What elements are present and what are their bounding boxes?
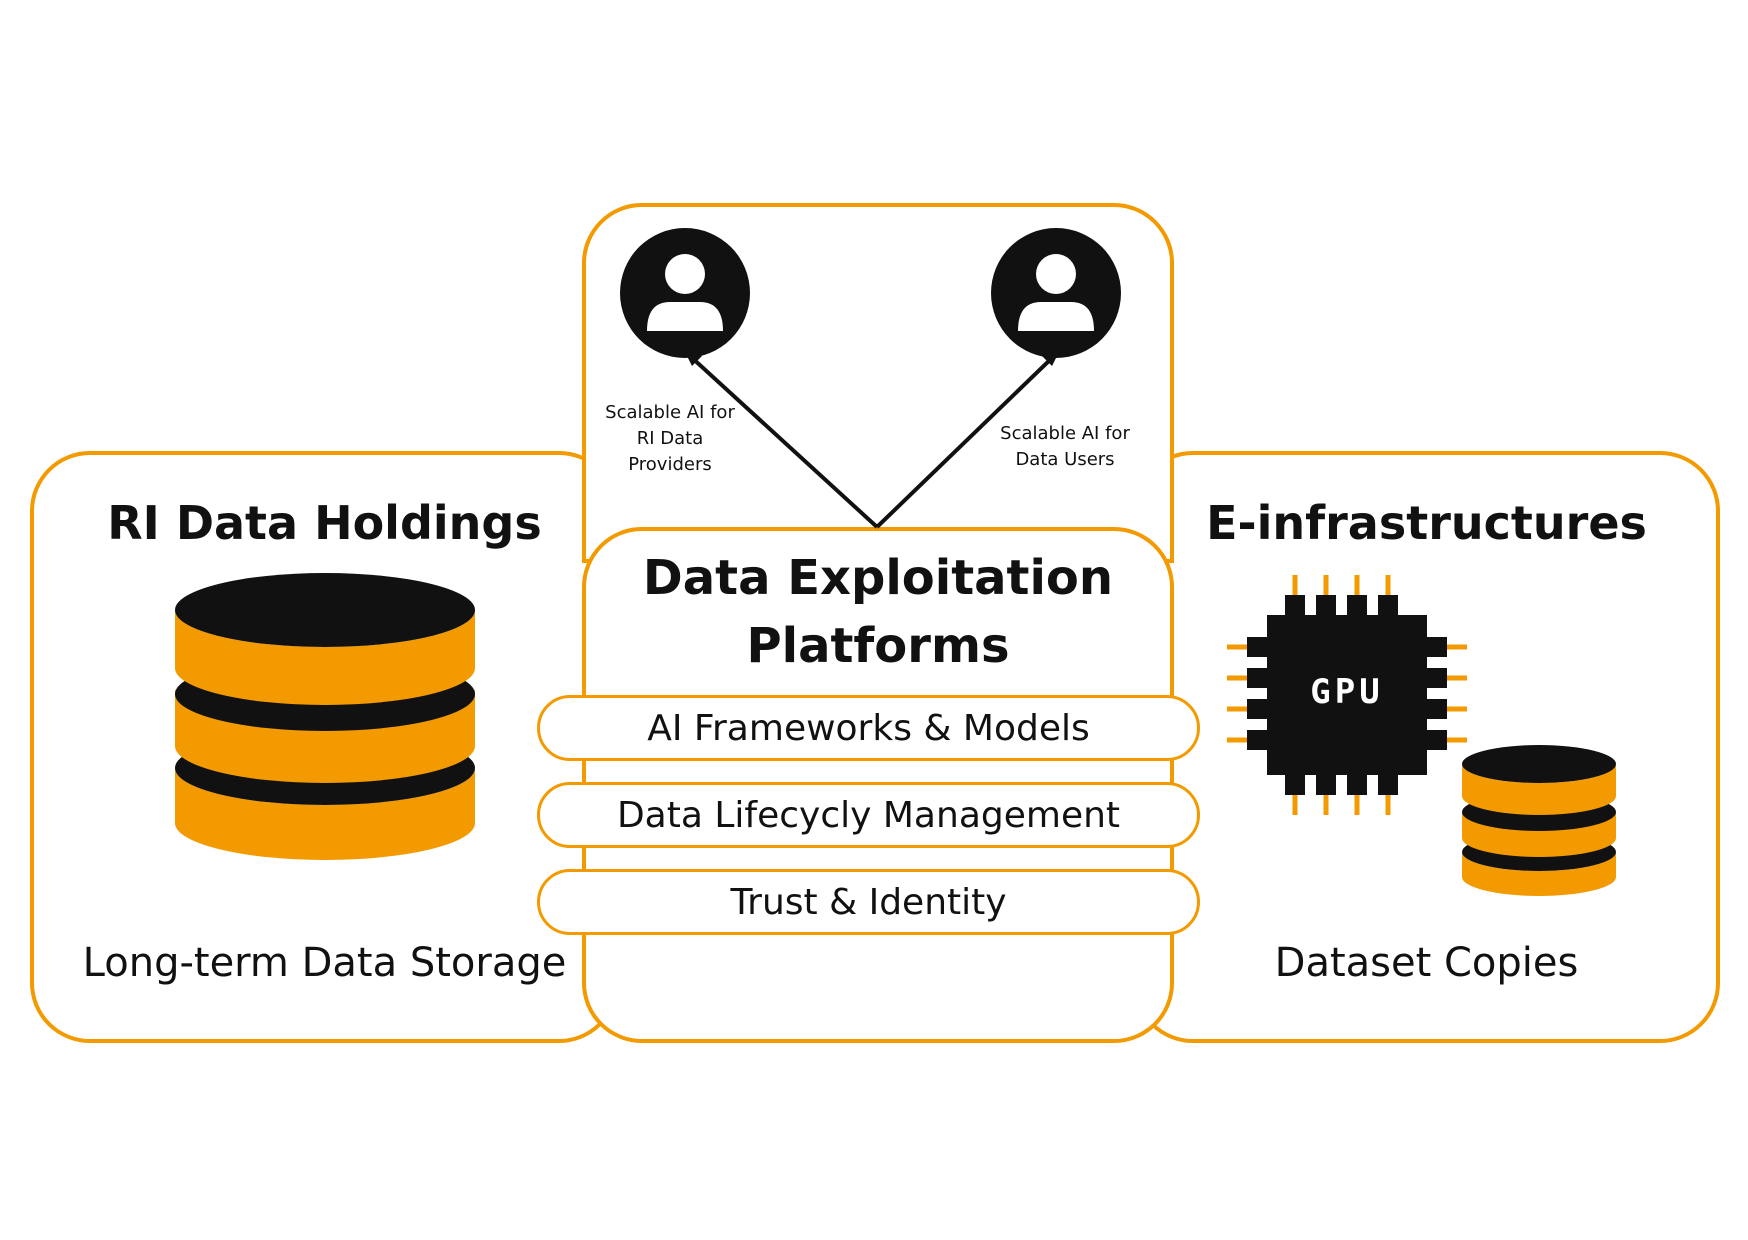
user-arrow-label: Scalable AI for Data Users bbox=[1000, 423, 1130, 470]
gpu-chip-label: GPU bbox=[1310, 672, 1384, 712]
long-term-storage-caption: Long-term Data Storage bbox=[82, 940, 567, 986]
provider-arrow-label: Scalable AI for RI Data Providers bbox=[605, 402, 735, 475]
layer-ai-frameworks: AI Frameworks & Models bbox=[537, 695, 1200, 761]
data-exploitation-title-line1: Data Exploitation bbox=[642, 550, 1114, 606]
small-database-icon bbox=[1462, 745, 1616, 896]
dataset-copies-caption: Dataset Copies bbox=[1274, 940, 1579, 986]
user-icon bbox=[991, 228, 1121, 358]
gpu-chip-icon bbox=[1227, 575, 1467, 815]
e-infrastructures-title: E-infrastructures bbox=[1206, 496, 1647, 550]
database-icon bbox=[175, 573, 475, 860]
ri-data-holdings-title: RI Data Holdings bbox=[107, 496, 542, 550]
layer-data-lifecycle: Data Lifecycly Management bbox=[537, 782, 1200, 848]
provider-user-icon bbox=[620, 228, 750, 358]
data-exploitation-title-line2: Platforms bbox=[746, 618, 1010, 674]
layer-trust-identity: Trust & Identity bbox=[537, 869, 1200, 935]
